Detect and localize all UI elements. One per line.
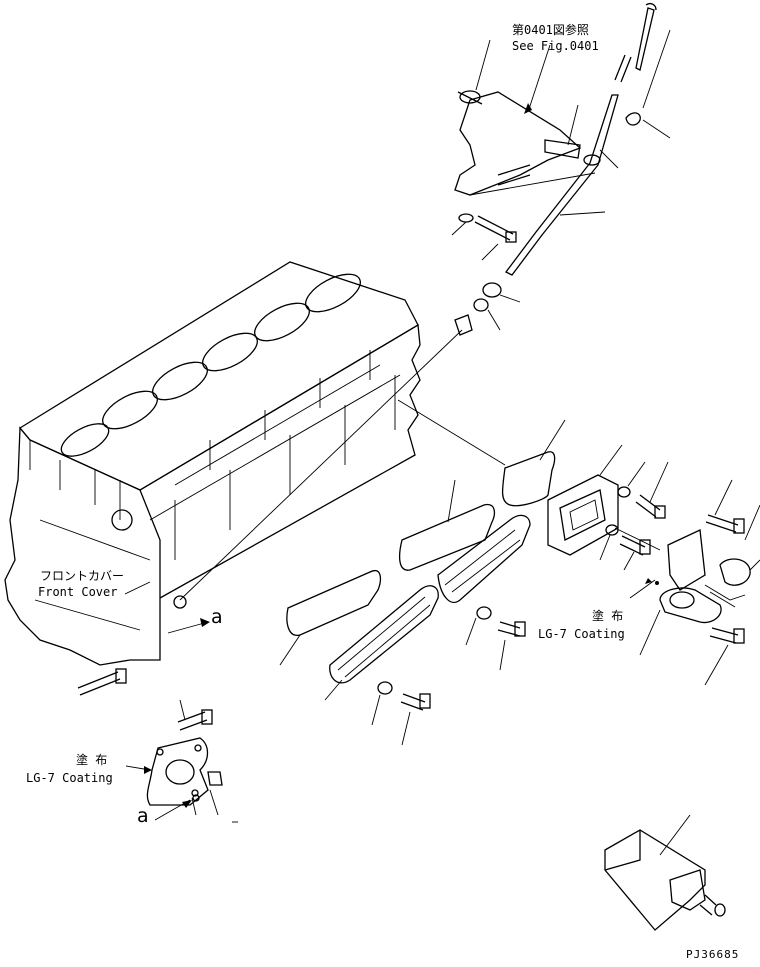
reference-letter-upper: a bbox=[211, 606, 223, 628]
reference-letter-lower: a bbox=[137, 805, 149, 827]
front-cover-label-en: Front Cover bbox=[38, 585, 118, 599]
coating-right-label-jp: 塗 布 bbox=[592, 609, 624, 623]
see-fig-label-en: See Fig.0401 bbox=[512, 39, 599, 53]
tube-bracket bbox=[451, 39, 596, 261]
coating-left-label-en: LG-7 Coating bbox=[26, 771, 113, 785]
oil-filter-head bbox=[547, 444, 669, 571]
see-fig-label-jp: 第0401図参照 bbox=[512, 23, 589, 37]
front-cover-label-jp: フロントカバー bbox=[40, 569, 125, 583]
thermostat-housing bbox=[629, 479, 760, 686]
reference-arrow-a bbox=[167, 618, 210, 634]
block-bolt bbox=[77, 668, 127, 696]
front-cover-leader bbox=[124, 581, 151, 595]
connector-fittings bbox=[179, 282, 521, 601]
coating-right-label-en: LG-7 Coating bbox=[538, 627, 625, 641]
special-tool bbox=[604, 814, 726, 931]
side-covers bbox=[279, 399, 566, 746]
coating-left-label-jp: 塗 布 bbox=[76, 753, 108, 767]
dipstick-assembly bbox=[505, 3, 671, 276]
flange-plate bbox=[125, 699, 238, 823]
cylinder-block bbox=[4, 261, 421, 666]
drawing-number: PJ36685 bbox=[686, 948, 740, 961]
